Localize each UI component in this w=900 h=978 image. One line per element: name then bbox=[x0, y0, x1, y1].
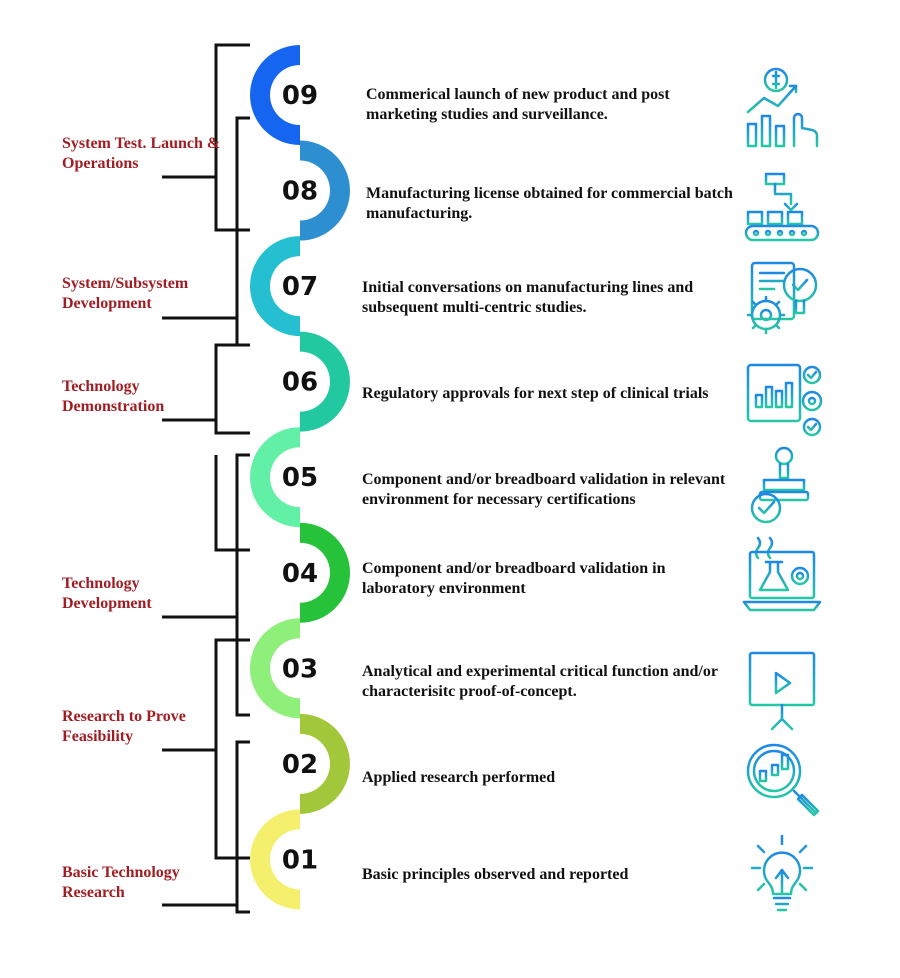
arc-segment-06 bbox=[300, 331, 350, 432]
step-01-circle bbox=[270, 829, 330, 890]
step-08-description: Manufacturing license obtained for comme… bbox=[366, 185, 733, 222]
stage-label-subsystem: System/Subsystem Development bbox=[62, 275, 189, 312]
step-07-description: Initial conversations on manufacturing l… bbox=[362, 279, 694, 316]
lightbulb-icon bbox=[750, 834, 814, 912]
arc-segment-02 bbox=[300, 713, 350, 814]
step-08-number: 08 bbox=[282, 177, 318, 207]
stage-label-demonstration: Technology Demonstration bbox=[62, 378, 165, 415]
bracket-development bbox=[235, 453, 250, 717]
step-08-circle bbox=[270, 160, 330, 221]
sales-growth-icon bbox=[746, 67, 819, 148]
step-09-circle bbox=[270, 65, 330, 125]
arc-segment-01 bbox=[250, 809, 300, 910]
bracket-feasibility bbox=[214, 638, 250, 860]
step-02-circle bbox=[270, 733, 330, 794]
step-04-number: 04 bbox=[282, 559, 318, 589]
step-01-number: 01 bbox=[282, 845, 318, 875]
stage-label-development: Technology Development bbox=[62, 575, 152, 612]
stage-label-basic: Basic Technology Research bbox=[62, 864, 180, 901]
step-06-number: 06 bbox=[282, 368, 318, 398]
step-09-description: Commerical launch of new product and pos… bbox=[366, 86, 670, 123]
arc-segment-07 bbox=[250, 236, 300, 337]
step-05-description: Component and/or breadboard validation i… bbox=[362, 471, 726, 508]
step-07-number: 07 bbox=[282, 272, 318, 302]
stage-brackets bbox=[162, 43, 250, 914]
step-06-description: Regulatory approvals for next step of cl… bbox=[362, 385, 709, 402]
bracket-demonstration bbox=[214, 343, 250, 435]
step-03-description: Analytical and experimental critical fun… bbox=[362, 663, 718, 700]
bracket-launch bbox=[214, 43, 250, 232]
bracket-basic bbox=[235, 740, 250, 914]
step-02-description: Applied research performed bbox=[362, 769, 556, 786]
step-05-circle bbox=[270, 447, 330, 508]
arc-segment-03 bbox=[250, 618, 300, 719]
step-06-circle bbox=[270, 351, 330, 412]
step-05-number: 05 bbox=[282, 463, 318, 493]
step-04-circle bbox=[270, 542, 330, 603]
step-03-circle bbox=[270, 638, 330, 699]
stage-label-launch: System Test. Launch & Operations bbox=[62, 135, 221, 172]
step-02-number: 02 bbox=[282, 750, 318, 780]
step-07-circle bbox=[270, 256, 330, 317]
serpentine-path: 09 08 07 06 05 04 03 02 01 bbox=[250, 45, 350, 910]
arc-segment-08 bbox=[300, 140, 350, 241]
step-01-description: Basic principles observed and reported bbox=[362, 866, 629, 883]
step-03-number: 03 bbox=[282, 654, 318, 684]
arc-segment-04 bbox=[300, 522, 350, 623]
conveyor-robot-icon bbox=[744, 168, 822, 242]
dashboard-approval-icon bbox=[746, 363, 823, 437]
step-04-description: Component and/or breadboard validation i… bbox=[362, 560, 666, 597]
magnifier-chart-icon bbox=[746, 743, 820, 817]
stage-label-feasibility: Research to Prove Feasibility bbox=[62, 708, 186, 745]
document-gear-icon bbox=[746, 261, 818, 335]
step-09-number: 09 bbox=[282, 81, 318, 111]
lab-laptop-icon bbox=[742, 536, 822, 612]
arc-segment-05 bbox=[250, 427, 300, 528]
arc-segment-09 bbox=[250, 45, 300, 145]
presentation-icon bbox=[748, 651, 816, 731]
stamp-check-icon bbox=[750, 446, 814, 524]
